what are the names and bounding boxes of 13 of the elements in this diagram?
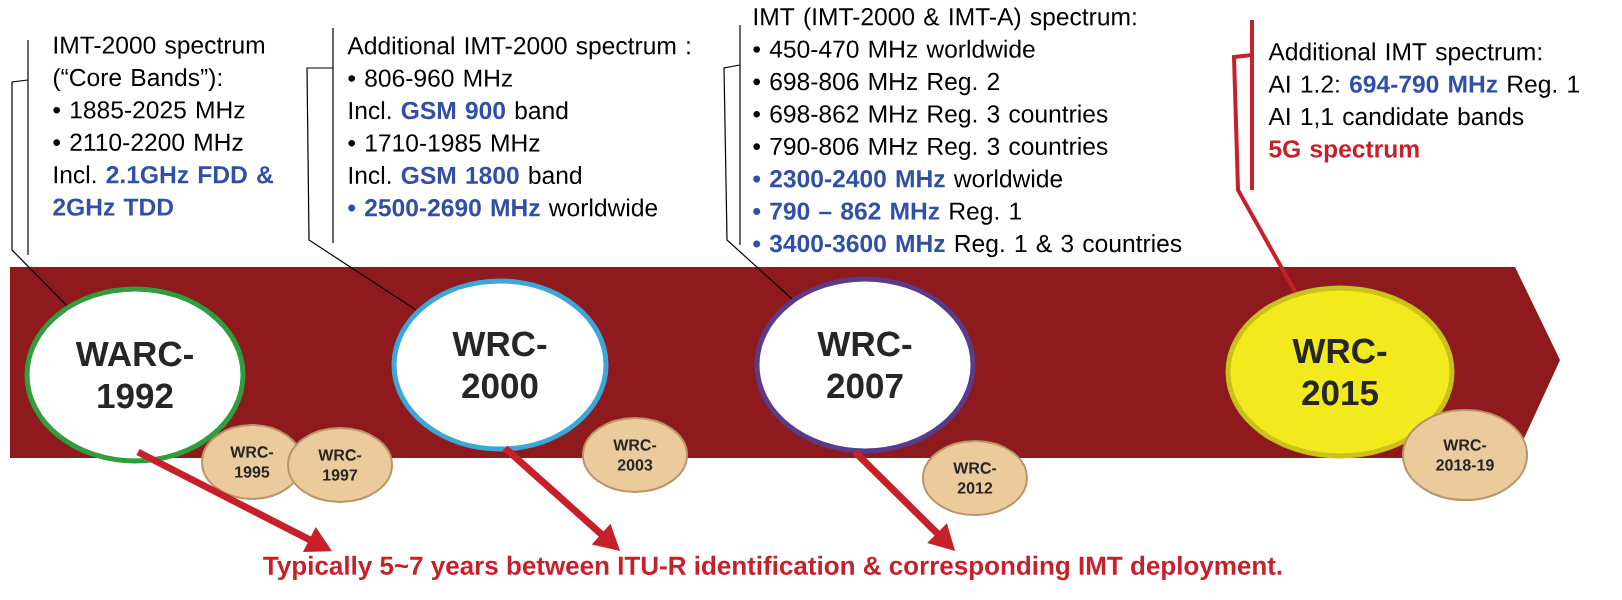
annotation-text: Additional IMT-2000 spectrum : • 806-960 MHz Incl. GSM 900 band • 1710-1985 MHz Incl. GSM 1800 band • 2500-2690 MHz worldwide bbox=[347, 36, 690, 217]
conference-oval: WRC-2012 bbox=[922, 440, 1028, 516]
leader-line bbox=[1231, 53, 1298, 294]
conference-oval: WRC-2018-19 bbox=[1402, 409, 1528, 501]
leader-line bbox=[11, 79, 68, 307]
annotation-text: IMT-2000 spectrum (“Core Bands”): • 1885-2025 MHz • 2110-2200 MHz Incl. 2.1GHz FDD & 2GHz TDD bbox=[53, 36, 274, 216]
conference-oval: WRC-2003 bbox=[582, 417, 688, 493]
leader-line bbox=[723, 64, 793, 300]
note-text: Typically 5~7 years between ITU-R identification & corresponding IMT deployment. bbox=[263, 555, 1282, 581]
annotation-text: Additional IMT spectrum: AI 1.2: 694-790 MHz Reg. 1 AI 1,1 candidate bands 5G spectrum bbox=[1268, 42, 1579, 163]
conference-oval: WRC-1997 bbox=[287, 427, 393, 503]
annotation-text: IMT (IMT-2000 & IMT-A) spectrum: • 450-470 MHz worldwide • 698-806 MHz Reg. 2 • 698-862 MHz Reg. 3 countries • 790-806 MHz Reg. 3 countries • 2300-2400 MHz worldwide • 790 – 862 MHz Reg. 1 • 3400-3600 MHz Reg. 1 & 3 countries bbox=[753, 7, 1182, 258]
leader-line bbox=[306, 67, 417, 311]
